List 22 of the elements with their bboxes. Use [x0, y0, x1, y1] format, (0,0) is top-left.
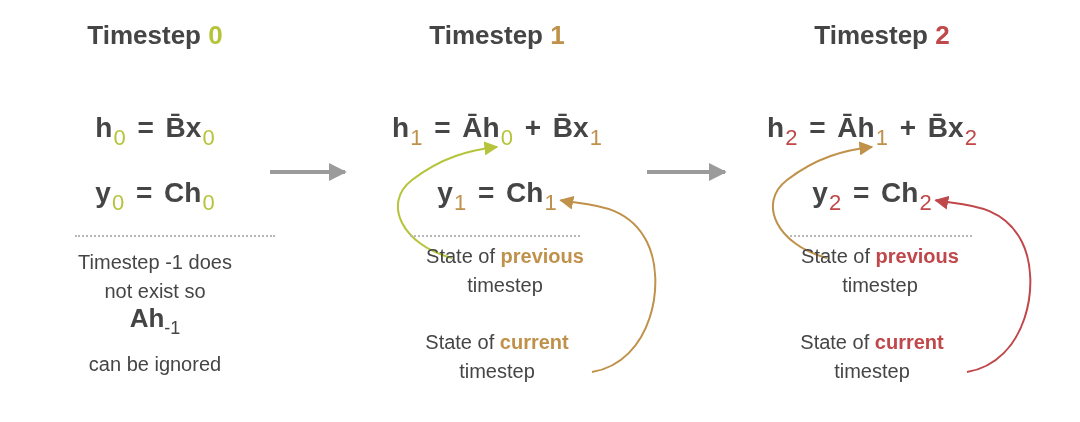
curved-arrow [771, 141, 874, 259]
equation: y$_{0}$ = Ch$_{0}$ [95, 176, 215, 210]
note-text: Timestep -1 does not exist so [77, 250, 233, 304]
note-text: State of previous timestep [785, 242, 975, 300]
equation: h$_{2}$ = Āh$_{1}$ + B̄x$_{2}$ [767, 110, 977, 145]
equation: y$_{2}$ = Ch$_{2}$ [812, 175, 932, 210]
note-text: State of current timestep [402, 328, 592, 386]
arrow [647, 163, 727, 181]
equation: y$_{1}$ = Ch$_{1}$ [437, 175, 557, 210]
note-text: can be ignored [87, 352, 223, 377]
equation: h$_{1}$ = Āh$_{0}$ + B̄x$_{1}$ [392, 110, 602, 145]
curved-arrow [396, 141, 499, 259]
equation: h$_{0}$ = B̄x$_{0}$ [95, 111, 215, 145]
step-title: Timestep 2 [814, 20, 950, 51]
arrow [270, 163, 347, 181]
step-title: Timestep 0 [87, 20, 223, 51]
note-text: State of current timestep [777, 328, 967, 386]
curved-arrow [559, 195, 657, 373]
equation: Ah$_{-1}$ [129, 303, 181, 334]
curved-arrow [934, 195, 1032, 373]
note-text: State of previous timestep [410, 242, 600, 300]
step-title: Timestep 1 [429, 20, 565, 51]
